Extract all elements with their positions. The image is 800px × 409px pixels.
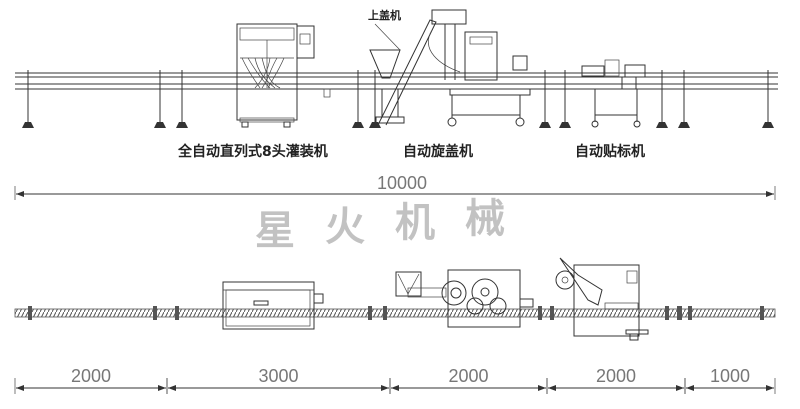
segment-dimension-value: 1000: [710, 366, 750, 386]
cap-feeder-leader-line: [374, 23, 401, 51]
conveyor-leg: [762, 70, 774, 128]
conveyor-leg: [154, 70, 166, 128]
conveyor-clamp: [368, 306, 372, 320]
conveyor-clamp: [550, 306, 554, 320]
capping-machine-plan: [395, 269, 534, 328]
conveyor-clamp: [175, 306, 179, 320]
conveyor-clamp: [153, 306, 157, 320]
segment-dimension-value: 2000: [596, 366, 636, 386]
conveyor-elevation: [15, 70, 778, 128]
segment-dimension-value: 3000: [258, 366, 298, 386]
filling-machine-label: 全自动直列式8头灌装机: [177, 143, 328, 160]
segment-dimension-value: 2000: [448, 366, 488, 386]
filling-machine-drawing: [236, 23, 331, 128]
conveyor-clamp: [383, 306, 387, 320]
capping-machine-drawing: [369, 9, 531, 127]
conveyor-clamp: [665, 306, 669, 320]
cap-feeder-label: 上盖机: [368, 8, 401, 22]
svg-text:机: 机: [395, 199, 435, 246]
conveyor-clamp: [538, 306, 542, 320]
segment-dimension-value: 2000: [71, 366, 111, 386]
svg-text:星: 星: [255, 207, 295, 254]
conveyor-leg: [352, 70, 364, 128]
conveyor-leg: [656, 70, 668, 128]
conveyor-leg: [539, 70, 551, 128]
total-dimension-value: 10000: [377, 173, 427, 193]
labeling-machine-label: 自动贴标机: [575, 143, 645, 160]
labeling-machine-plan: [555, 257, 649, 341]
segment-dimensions: 2000 3000 2000 2000 1000: [14, 366, 776, 394]
conveyor-leg: [22, 70, 34, 128]
conveyor-leg: [678, 70, 690, 128]
conveyor-clamp: [678, 306, 682, 320]
capping-machine-label: 自动旋盖机: [403, 143, 473, 160]
svg-text:火: 火: [325, 203, 365, 250]
conveyor-clamp: [760, 306, 764, 320]
conveyor-leg: [369, 70, 381, 128]
conveyor-clamp: [688, 306, 692, 320]
conveyor-leg: [176, 70, 188, 128]
filling-machine-plan: [222, 281, 324, 330]
svg-text:械: 械: [465, 195, 505, 242]
conveyor-plan: [14, 306, 776, 320]
conveyor-leg: [559, 70, 571, 128]
labeling-machine-drawing: [581, 59, 646, 128]
watermark: 星 火 机 械: [255, 195, 505, 254]
conveyor-clamp: [28, 306, 32, 320]
